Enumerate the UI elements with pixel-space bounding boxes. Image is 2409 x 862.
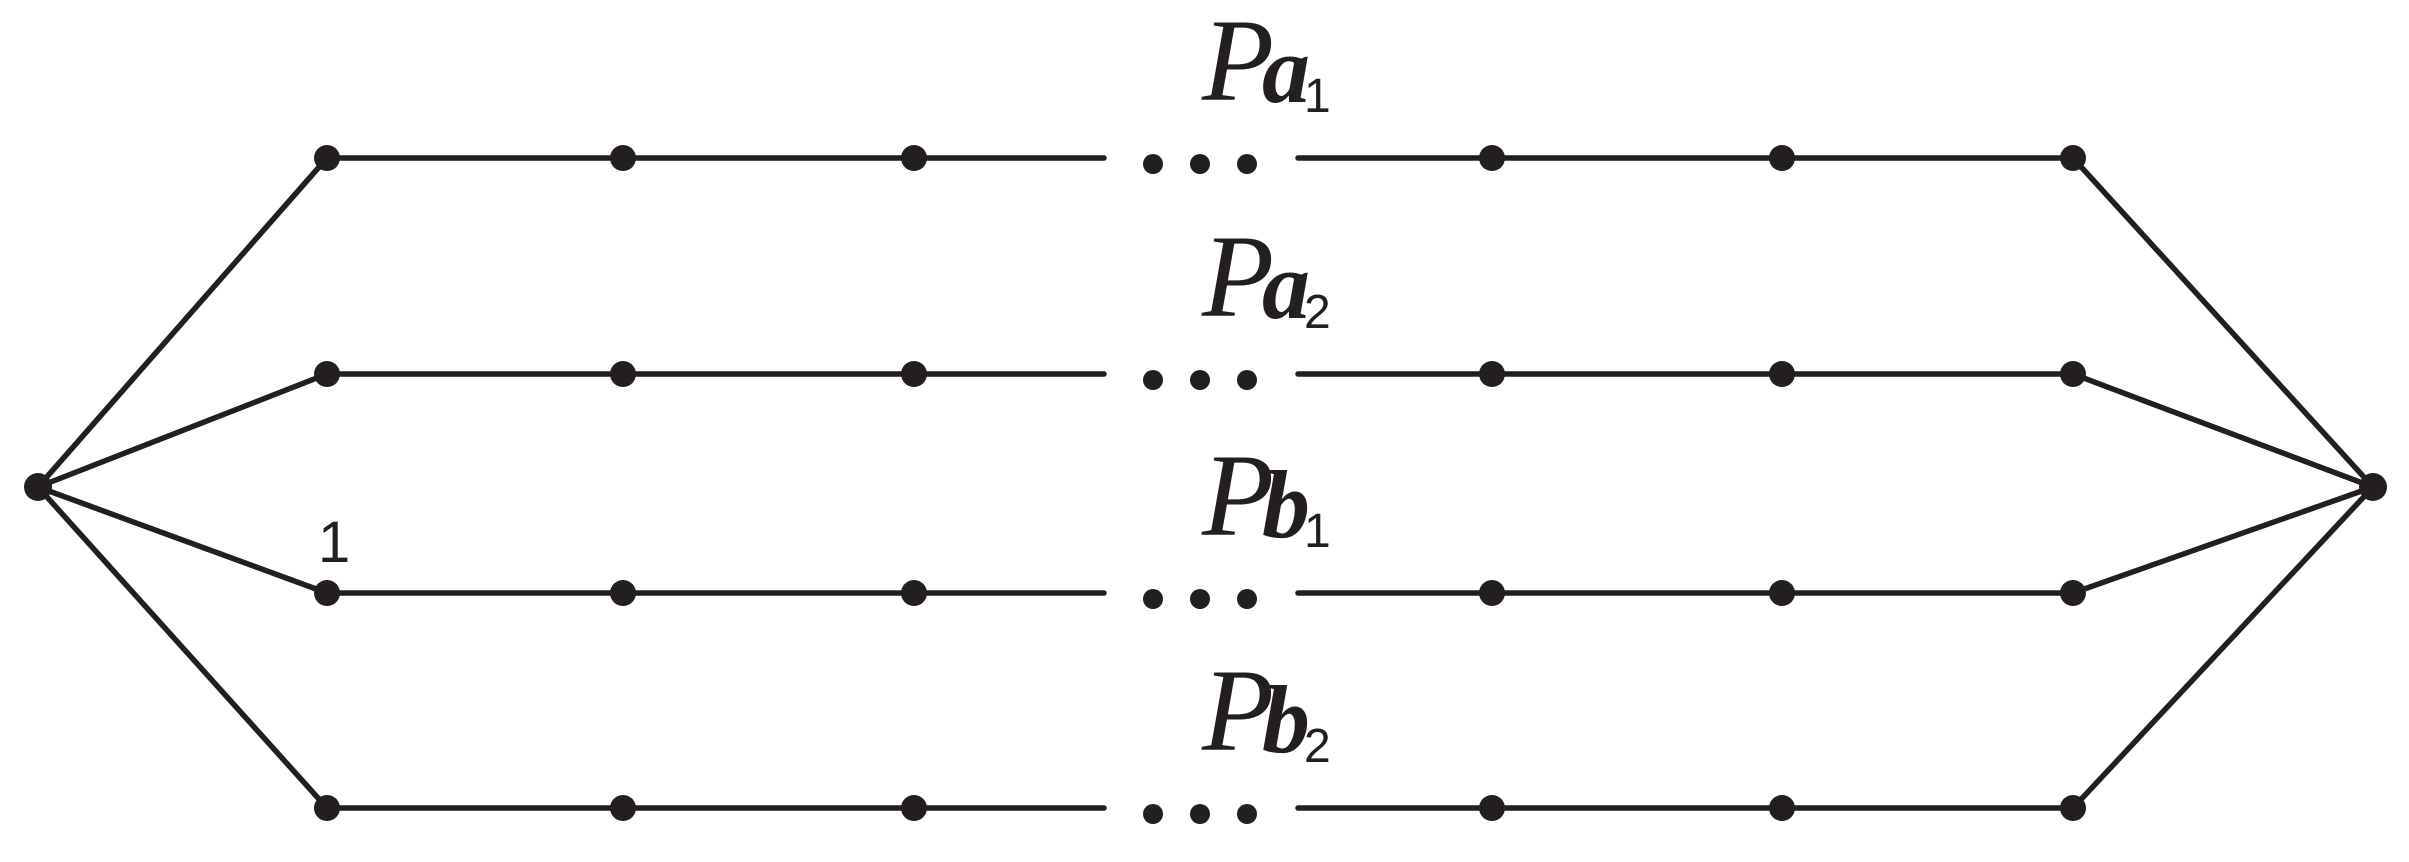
path-label-sub-letter: a	[1262, 232, 1310, 339]
vertex-b2-3	[901, 795, 927, 821]
ellipsis-dot-a2-3	[1237, 370, 1257, 390]
ellipsis-dot-a2-1	[1143, 370, 1163, 390]
vertex-a2-5	[1769, 361, 1795, 387]
vertex-a2-6	[2060, 361, 2086, 387]
vertex-b1-3	[901, 580, 927, 606]
hub-edge-right-b2	[2070, 484, 2376, 811]
vertex-b1-4	[1479, 580, 1505, 606]
ellipsis-dot-a1-1	[1143, 154, 1163, 174]
vertex-b2-4	[1479, 795, 1505, 821]
vertex-a2-1	[314, 361, 340, 387]
vertex-a1-2	[610, 145, 636, 171]
hub-vertex-right	[2359, 473, 2387, 501]
hub-edge-left-b2	[35, 484, 330, 811]
vertex-b1-1	[314, 580, 340, 606]
vertex-a1-5	[1769, 145, 1795, 171]
hub-edge-right-a2	[2070, 371, 2376, 490]
ellipsis-dot-b1-3	[1237, 589, 1257, 609]
path-label-sub-letter: a	[1262, 16, 1310, 123]
vertex-a2-4	[1479, 361, 1505, 387]
vertex-a2-2	[610, 361, 636, 387]
ellipsis-dot-b2-2	[1190, 804, 1210, 824]
vertices-group	[24, 145, 2387, 821]
path-label-sub-index: 2	[1304, 286, 1331, 339]
ellipsis-dot-b2-1	[1143, 804, 1163, 824]
ellipsis-dot-b1-1	[1143, 589, 1163, 609]
path-label-sub-letter: b	[1262, 451, 1310, 558]
vertex-b1-5	[1769, 580, 1795, 606]
hub-edge-right-a1	[2070, 155, 2376, 490]
vertex-a1-3	[901, 145, 927, 171]
path-label-sub-letter: b	[1262, 666, 1310, 773]
path-label-b2: Pb2	[1201, 645, 1331, 776]
path-label-sub-index: 2	[1304, 720, 1331, 773]
path-label-letter: P	[1201, 430, 1274, 561]
hub-edge-left-a1	[35, 155, 330, 490]
vertex-a1-4	[1479, 145, 1505, 171]
vertex-b2-6	[2060, 795, 2086, 821]
path-label-sub-index: 1	[1304, 505, 1331, 558]
hub-edge-right-b1	[2070, 484, 2376, 596]
hub-edge-left-a2	[35, 371, 330, 490]
ellipsis-dot-a1-2	[1190, 154, 1210, 174]
path-label-letter: P	[1201, 0, 1274, 126]
path-label-letter: P	[1201, 211, 1274, 342]
path-label-sub-index: 1	[1304, 70, 1331, 123]
ellipsis-dot-a2-2	[1190, 370, 1210, 390]
vertex-b2-2	[610, 795, 636, 821]
ellipsis-dot-b1-2	[1190, 589, 1210, 609]
path-label-letter: P	[1201, 645, 1274, 776]
path-label-a1: Pa1	[1201, 0, 1331, 126]
hub-vertex-left	[24, 473, 52, 501]
vertex-a1-6	[2060, 145, 2086, 171]
vertex-a1-1	[314, 145, 340, 171]
ellipsis-dot-a1-3	[1237, 154, 1257, 174]
hub-edge-left-b1	[35, 484, 330, 596]
vertex-a2-3	[901, 361, 927, 387]
vertex-label-1: 1	[318, 510, 350, 575]
path-label-b1: Pb1	[1201, 430, 1331, 561]
path-label-a2: Pa2	[1201, 211, 1331, 342]
vertex-b1-6	[2060, 580, 2086, 606]
ellipsis-dot-b2-3	[1237, 804, 1257, 824]
vertex-b2-5	[1769, 795, 1795, 821]
vertex-b2-1	[314, 795, 340, 821]
ellipsis-group	[1143, 154, 1257, 824]
edges-group	[35, 155, 2376, 811]
vertex-b1-2	[610, 580, 636, 606]
